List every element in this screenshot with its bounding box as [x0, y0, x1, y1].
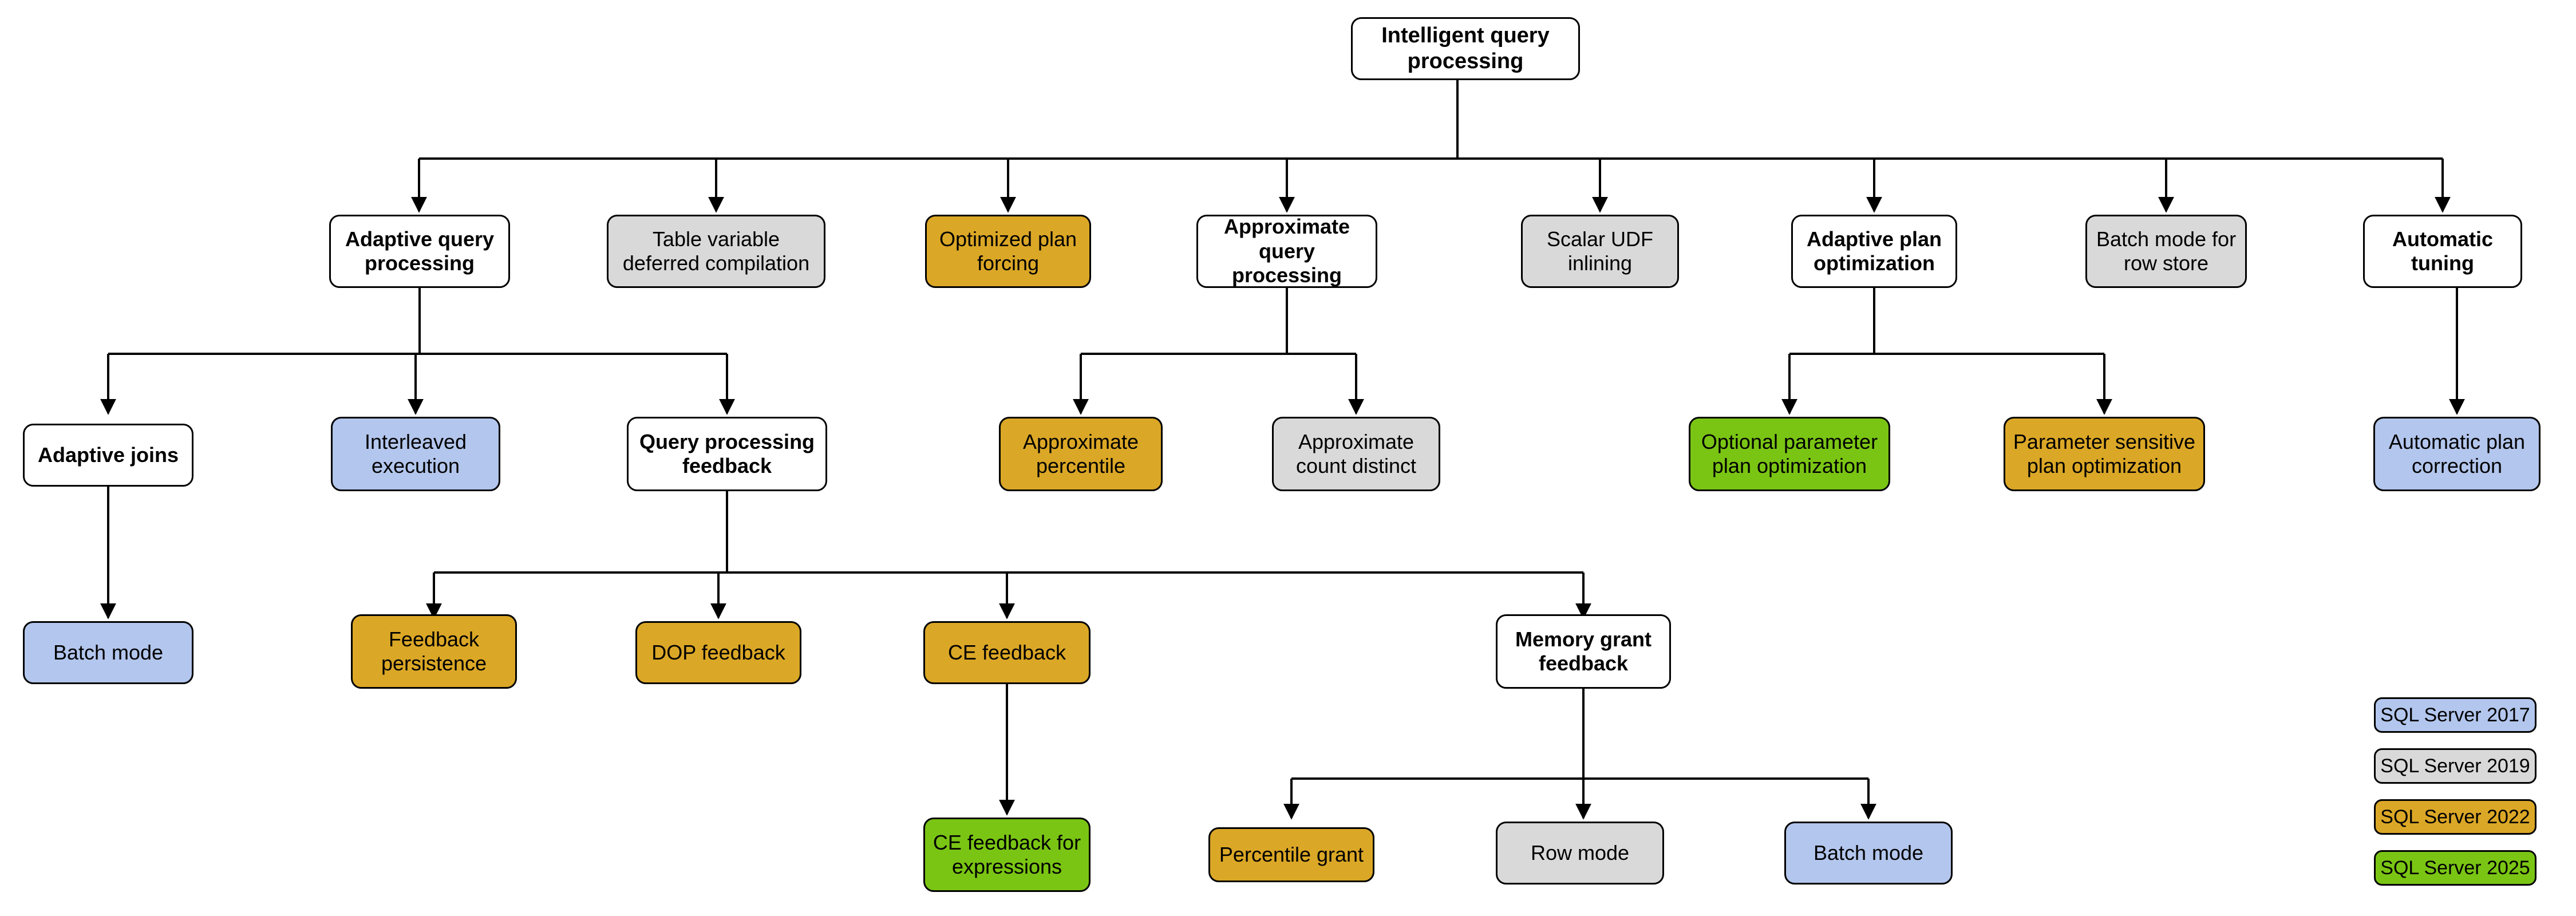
legend-item-label: SQL Server 2017	[2380, 704, 2530, 726]
node-mgf[interactable]: Memory grant feedback	[1496, 614, 1671, 689]
legend-item-sql-server-2022[interactable]: SQL Server 2022	[2374, 799, 2537, 835]
node-label: Approximate count distinct	[1295, 429, 1417, 477]
legend-item-label: SQL Server 2022	[2380, 806, 2530, 828]
node-label: Automatic plan correction	[2388, 429, 2526, 477]
node-cefe[interactable]: CE feedback for expressions	[923, 818, 1091, 892]
legend-item-sql-server-2025[interactable]: SQL Server 2025	[2374, 850, 2537, 886]
node-label: CE feedback for expressions	[933, 830, 1081, 878]
node-bmode2[interactable]: Batch mode	[1784, 822, 1953, 885]
node-label: Interleaved execution	[364, 429, 467, 477]
node-aqp[interactable]: Adaptive query processing	[329, 215, 510, 288]
node-label: Automatic tuning	[2392, 227, 2493, 275]
node-label: Approximate percentile	[1022, 429, 1139, 477]
node-tvdc[interactable]: Table variable deferred compilation	[607, 215, 825, 288]
node-label: Parameter sensitive plan optimization	[2013, 429, 2196, 477]
node-label: Row mode	[1530, 840, 1630, 864]
node-oppo[interactable]: Optional parameter plan optimization	[1689, 417, 1890, 491]
node-autot[interactable]: Automatic tuning	[2363, 215, 2522, 288]
node-label: Optional parameter plan optimization	[1701, 429, 1878, 477]
node-label: Adaptive plan optimization	[1806, 227, 1942, 275]
node-label: Batch mode	[53, 640, 164, 664]
node-root[interactable]: Intelligent query processing	[1351, 17, 1580, 80]
node-label: Approximate query processing	[1223, 215, 1350, 287]
node-psp[interactable]: Parameter sensitive plan optimization	[2004, 417, 2205, 491]
node-label: Table variable deferred compilation	[622, 227, 810, 275]
node-rmode[interactable]: Row mode	[1496, 822, 1664, 885]
node-label: Adaptive query processing	[345, 227, 495, 275]
node-dopf[interactable]: DOP feedback	[635, 621, 801, 684]
legend-item-label: SQL Server 2025	[2380, 856, 2530, 879]
node-label: Query processing feedback	[639, 429, 815, 477]
legend-item-sql-server-2017[interactable]: SQL Server 2017	[2374, 697, 2537, 733]
node-label: Feedback persistence	[381, 627, 487, 675]
node-udf[interactable]: Scalar UDF inlining	[1521, 215, 1679, 288]
node-label: Intelligent query processing	[1381, 23, 1550, 73]
node-label: Memory grant feedback	[1515, 627, 1652, 675]
node-ilex[interactable]: Interleaved execution	[331, 417, 500, 491]
node-opf[interactable]: Optimized plan forcing	[925, 215, 1091, 288]
node-label: CE feedback	[947, 640, 1066, 664]
node-label: Optimized plan forcing	[939, 227, 1077, 275]
node-label: DOP feedback	[651, 640, 785, 664]
node-acd[interactable]: Approximate count distinct	[1272, 417, 1440, 491]
node-cef[interactable]: CE feedback	[923, 621, 1091, 684]
node-qpf[interactable]: Query processing feedback	[627, 417, 827, 491]
node-approx[interactable]: Approximate query processing	[1196, 215, 1377, 288]
node-ajoin[interactable]: Adaptive joins	[23, 424, 193, 487]
node-apo[interactable]: Adaptive plan optimization	[1791, 215, 1957, 288]
node-apct[interactable]: Approximate percentile	[999, 417, 1163, 491]
legend-item-sql-server-2019[interactable]: SQL Server 2019	[2374, 748, 2537, 784]
node-bmode1[interactable]: Batch mode	[23, 621, 193, 684]
node-bmrs[interactable]: Batch mode for row store	[2085, 215, 2247, 288]
node-pgrant[interactable]: Percentile grant	[1208, 827, 1374, 882]
node-fbp[interactable]: Feedback persistence	[351, 614, 517, 689]
node-label: Scalar UDF inlining	[1546, 227, 1654, 275]
node-label: Adaptive joins	[37, 443, 179, 467]
node-apc[interactable]: Automatic plan correction	[2373, 417, 2541, 491]
legend-item-label: SQL Server 2019	[2380, 755, 2530, 777]
node-label: Percentile grant	[1219, 842, 1364, 866]
node-label: Batch mode	[1813, 840, 1924, 864]
node-label: Batch mode for row store	[2096, 227, 2237, 275]
